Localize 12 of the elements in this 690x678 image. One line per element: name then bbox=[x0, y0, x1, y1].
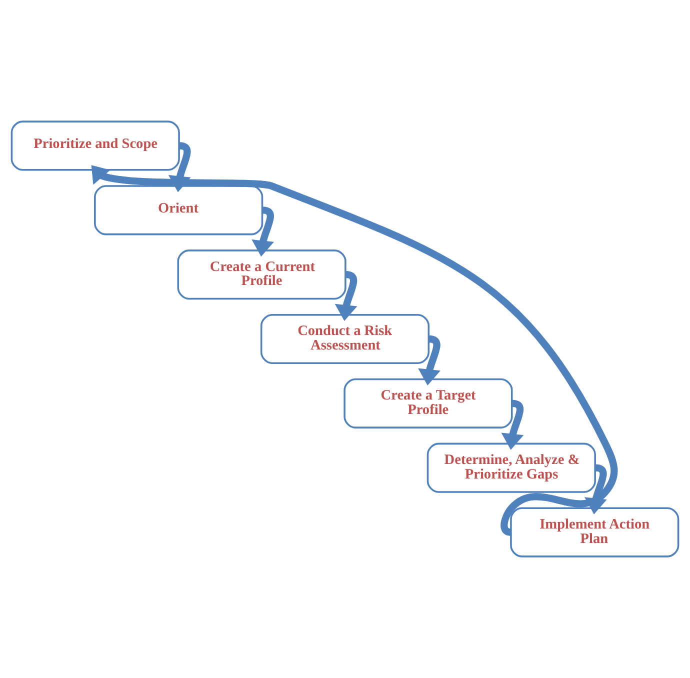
arrow bbox=[252, 206, 274, 257]
node-box: Conduct a Risk Assessment bbox=[260, 314, 430, 364]
node-box: Implement Action Plan bbox=[510, 507, 680, 558]
node-box: Create a Target Profile bbox=[344, 378, 513, 428]
node-box: Orient bbox=[94, 185, 264, 236]
arrow bbox=[91, 165, 618, 536]
arrow bbox=[334, 271, 358, 322]
node-box: Create a Current Profile bbox=[177, 250, 346, 300]
node-box: Prioritize and Scope bbox=[10, 120, 180, 171]
node-box: Determine, Analyze & Prioritize Gaps bbox=[426, 442, 596, 493]
arrow bbox=[501, 400, 524, 450]
arrow bbox=[418, 335, 440, 386]
